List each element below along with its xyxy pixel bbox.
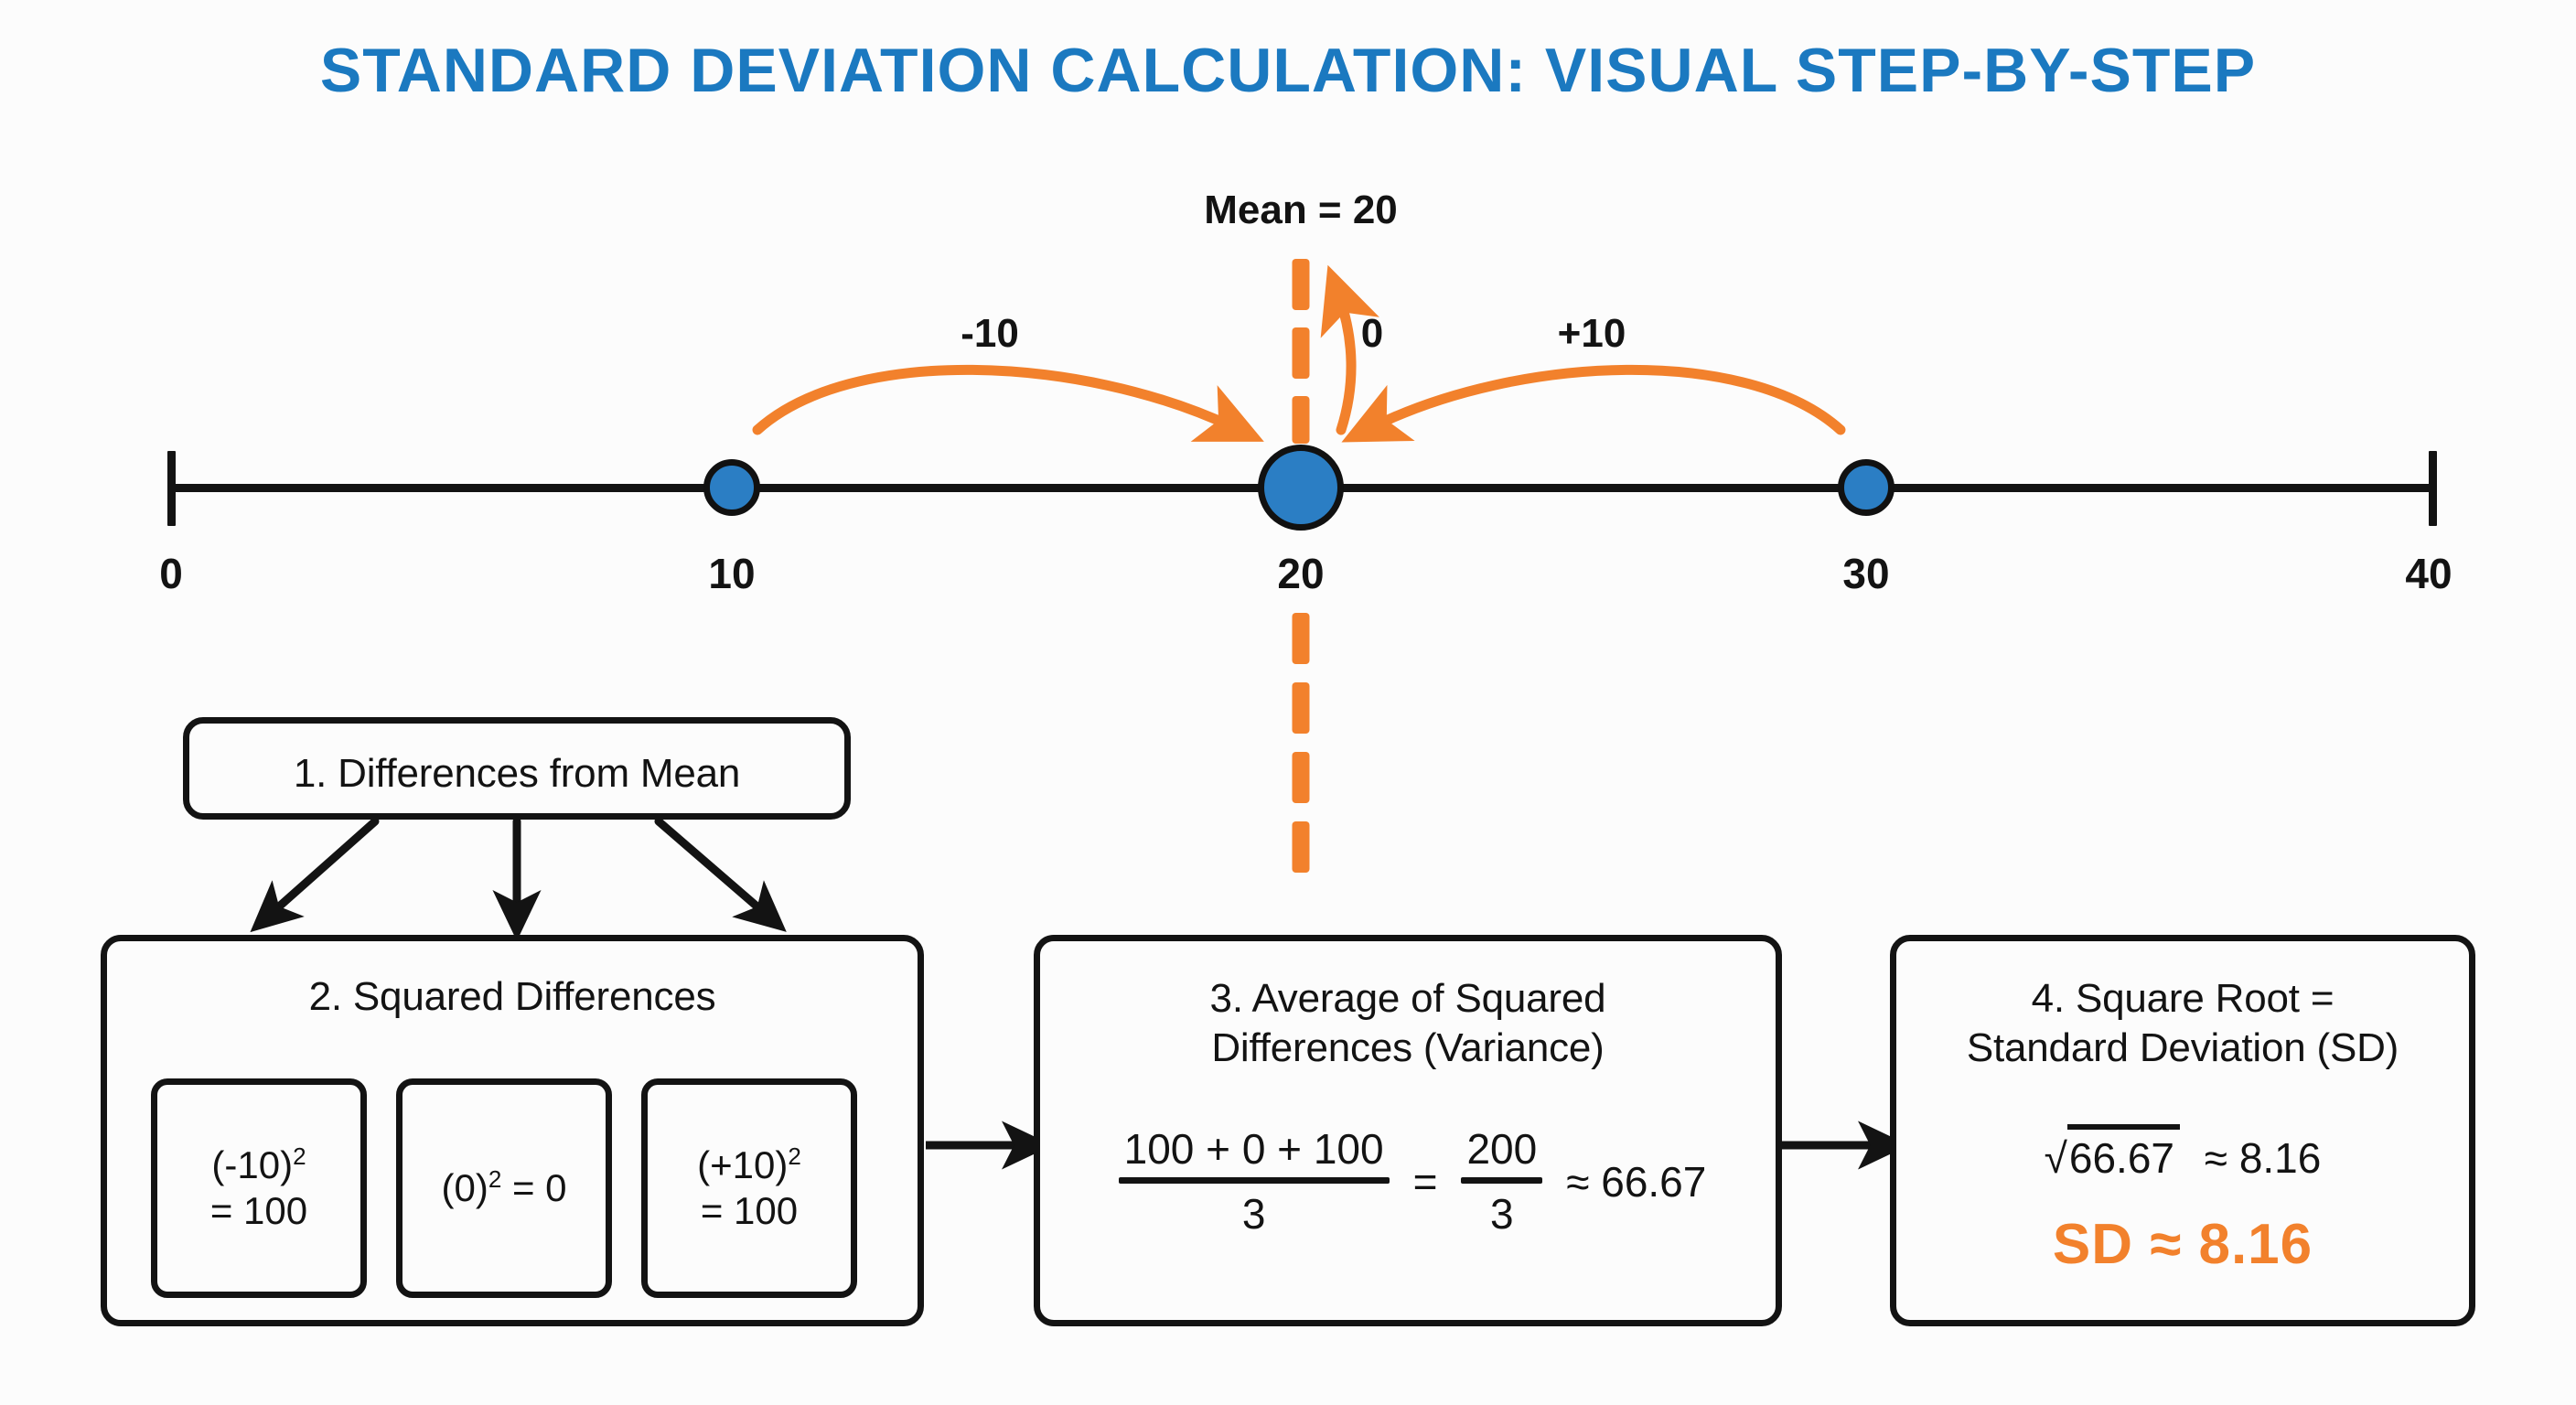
- step4-title-line1: 4. Square Root =: [2031, 976, 2334, 1021]
- fraction-sum-over-n: 100 + 0 + 100 3: [1118, 1124, 1390, 1239]
- deviation-label-right: +10: [1557, 311, 1626, 356]
- tick-label-10: 10: [708, 550, 756, 597]
- step4-box[interactable]: 4. Square Root = Standard Deviation (SD)…: [1890, 935, 2475, 1326]
- sqrt-symbol-icon: √: [2044, 1134, 2067, 1182]
- page-title: STANDARD DEVIATION CALCULATION: VISUAL S…: [319, 36, 2257, 105]
- fraction-numerator: 200: [1466, 1125, 1538, 1173]
- square-root-expression: √66.67 ≈ 8.16: [1896, 1124, 2469, 1183]
- tick-label-0: 0: [159, 550, 183, 597]
- deviation-label-center: 0: [1360, 311, 1384, 356]
- axis-end-cap-left: [167, 451, 176, 526]
- mean-dash-segment: [1292, 682, 1310, 734]
- tick-label-20: 20: [1277, 550, 1325, 597]
- step2-box[interactable]: 2. Squared Differences (-10)2 = 100 (0)2…: [101, 935, 924, 1326]
- squared-difference-card-3-text: (+10)2 = 100: [697, 1142, 801, 1233]
- card-line-1: (-10)2: [211, 1142, 306, 1187]
- step4-title-line2: Standard Deviation (SD): [1966, 1025, 2399, 1070]
- step2-title: 2. Squared Differences: [308, 974, 716, 1019]
- fraction-denominator: 3: [1490, 1190, 1514, 1238]
- card-line-2: = 100: [209, 1189, 308, 1232]
- data-point-dot-20[interactable]: [1258, 445, 1344, 531]
- mean-dash-segment: [1292, 259, 1310, 310]
- squared-difference-card-2[interactable]: (0)2 = 0: [396, 1078, 612, 1298]
- fraction-200-over-3: 200 3: [1461, 1124, 1543, 1239]
- data-point-dot-10[interactable]: [703, 459, 760, 516]
- axis-end-cap-right: [2429, 451, 2437, 526]
- squared-difference-card-2-text: (0)2 = 0: [441, 1165, 566, 1211]
- radicand-value: 66.67: [2066, 1124, 2181, 1183]
- equals-sign: =: [1412, 1157, 1438, 1206]
- squared-difference-card-1[interactable]: (-10)2 = 100: [151, 1078, 367, 1298]
- step3-title-line1: 3. Average of Squared: [1209, 976, 1606, 1021]
- mean-dash-segment: [1292, 752, 1310, 803]
- mean-dash-segment: [1292, 396, 1310, 444]
- fraction-denominator: 3: [1241, 1190, 1266, 1238]
- number-line-section: 0 10 20 30 40 Mean = 20 -10 0 +10: [159, 188, 2453, 873]
- variance-value: ≈ 66.67: [1566, 1157, 1707, 1206]
- card-line-2: = 100: [700, 1189, 799, 1232]
- fraction-numerator: 100 + 0 + 100: [1123, 1125, 1384, 1173]
- mean-dash-segment: [1292, 327, 1310, 379]
- variance-equation: 100 + 0 + 100 3 = 200 3 ≈ 66.67: [1040, 1124, 1776, 1239]
- sqrt-approx-result: ≈ 8.16: [2204, 1134, 2322, 1182]
- step1-box[interactable]: 1. Differences from Mean: [183, 717, 851, 820]
- step3-title-line2: Differences (Variance): [1211, 1025, 1605, 1070]
- card-line-1: (0)2 = 0: [441, 1165, 567, 1210]
- card-line-1: (+10)2: [697, 1142, 801, 1187]
- squared-difference-card-1-text: (-10)2 = 100: [210, 1142, 307, 1233]
- tick-label-40: 40: [2405, 550, 2453, 597]
- mean-dash-segment: [1292, 821, 1310, 873]
- tick-label-30: 30: [1842, 550, 1890, 597]
- fraction-bar: [1461, 1177, 1543, 1184]
- mean-label: Mean = 20: [1204, 188, 1398, 232]
- data-point-dot-30[interactable]: [1838, 459, 1894, 516]
- fraction-bar: [1118, 1177, 1390, 1184]
- sd-result-value: SD ≈ 8.16: [2052, 1213, 2313, 1276]
- step3-box[interactable]: 3. Average of Squared Differences (Varia…: [1034, 935, 1782, 1326]
- squared-difference-card-3[interactable]: (+10)2 = 100: [641, 1078, 857, 1298]
- step1-label: 1. Differences from Mean: [293, 751, 741, 796]
- deviation-label-left: -10: [961, 311, 1019, 356]
- mean-dash-segment: [1292, 613, 1310, 664]
